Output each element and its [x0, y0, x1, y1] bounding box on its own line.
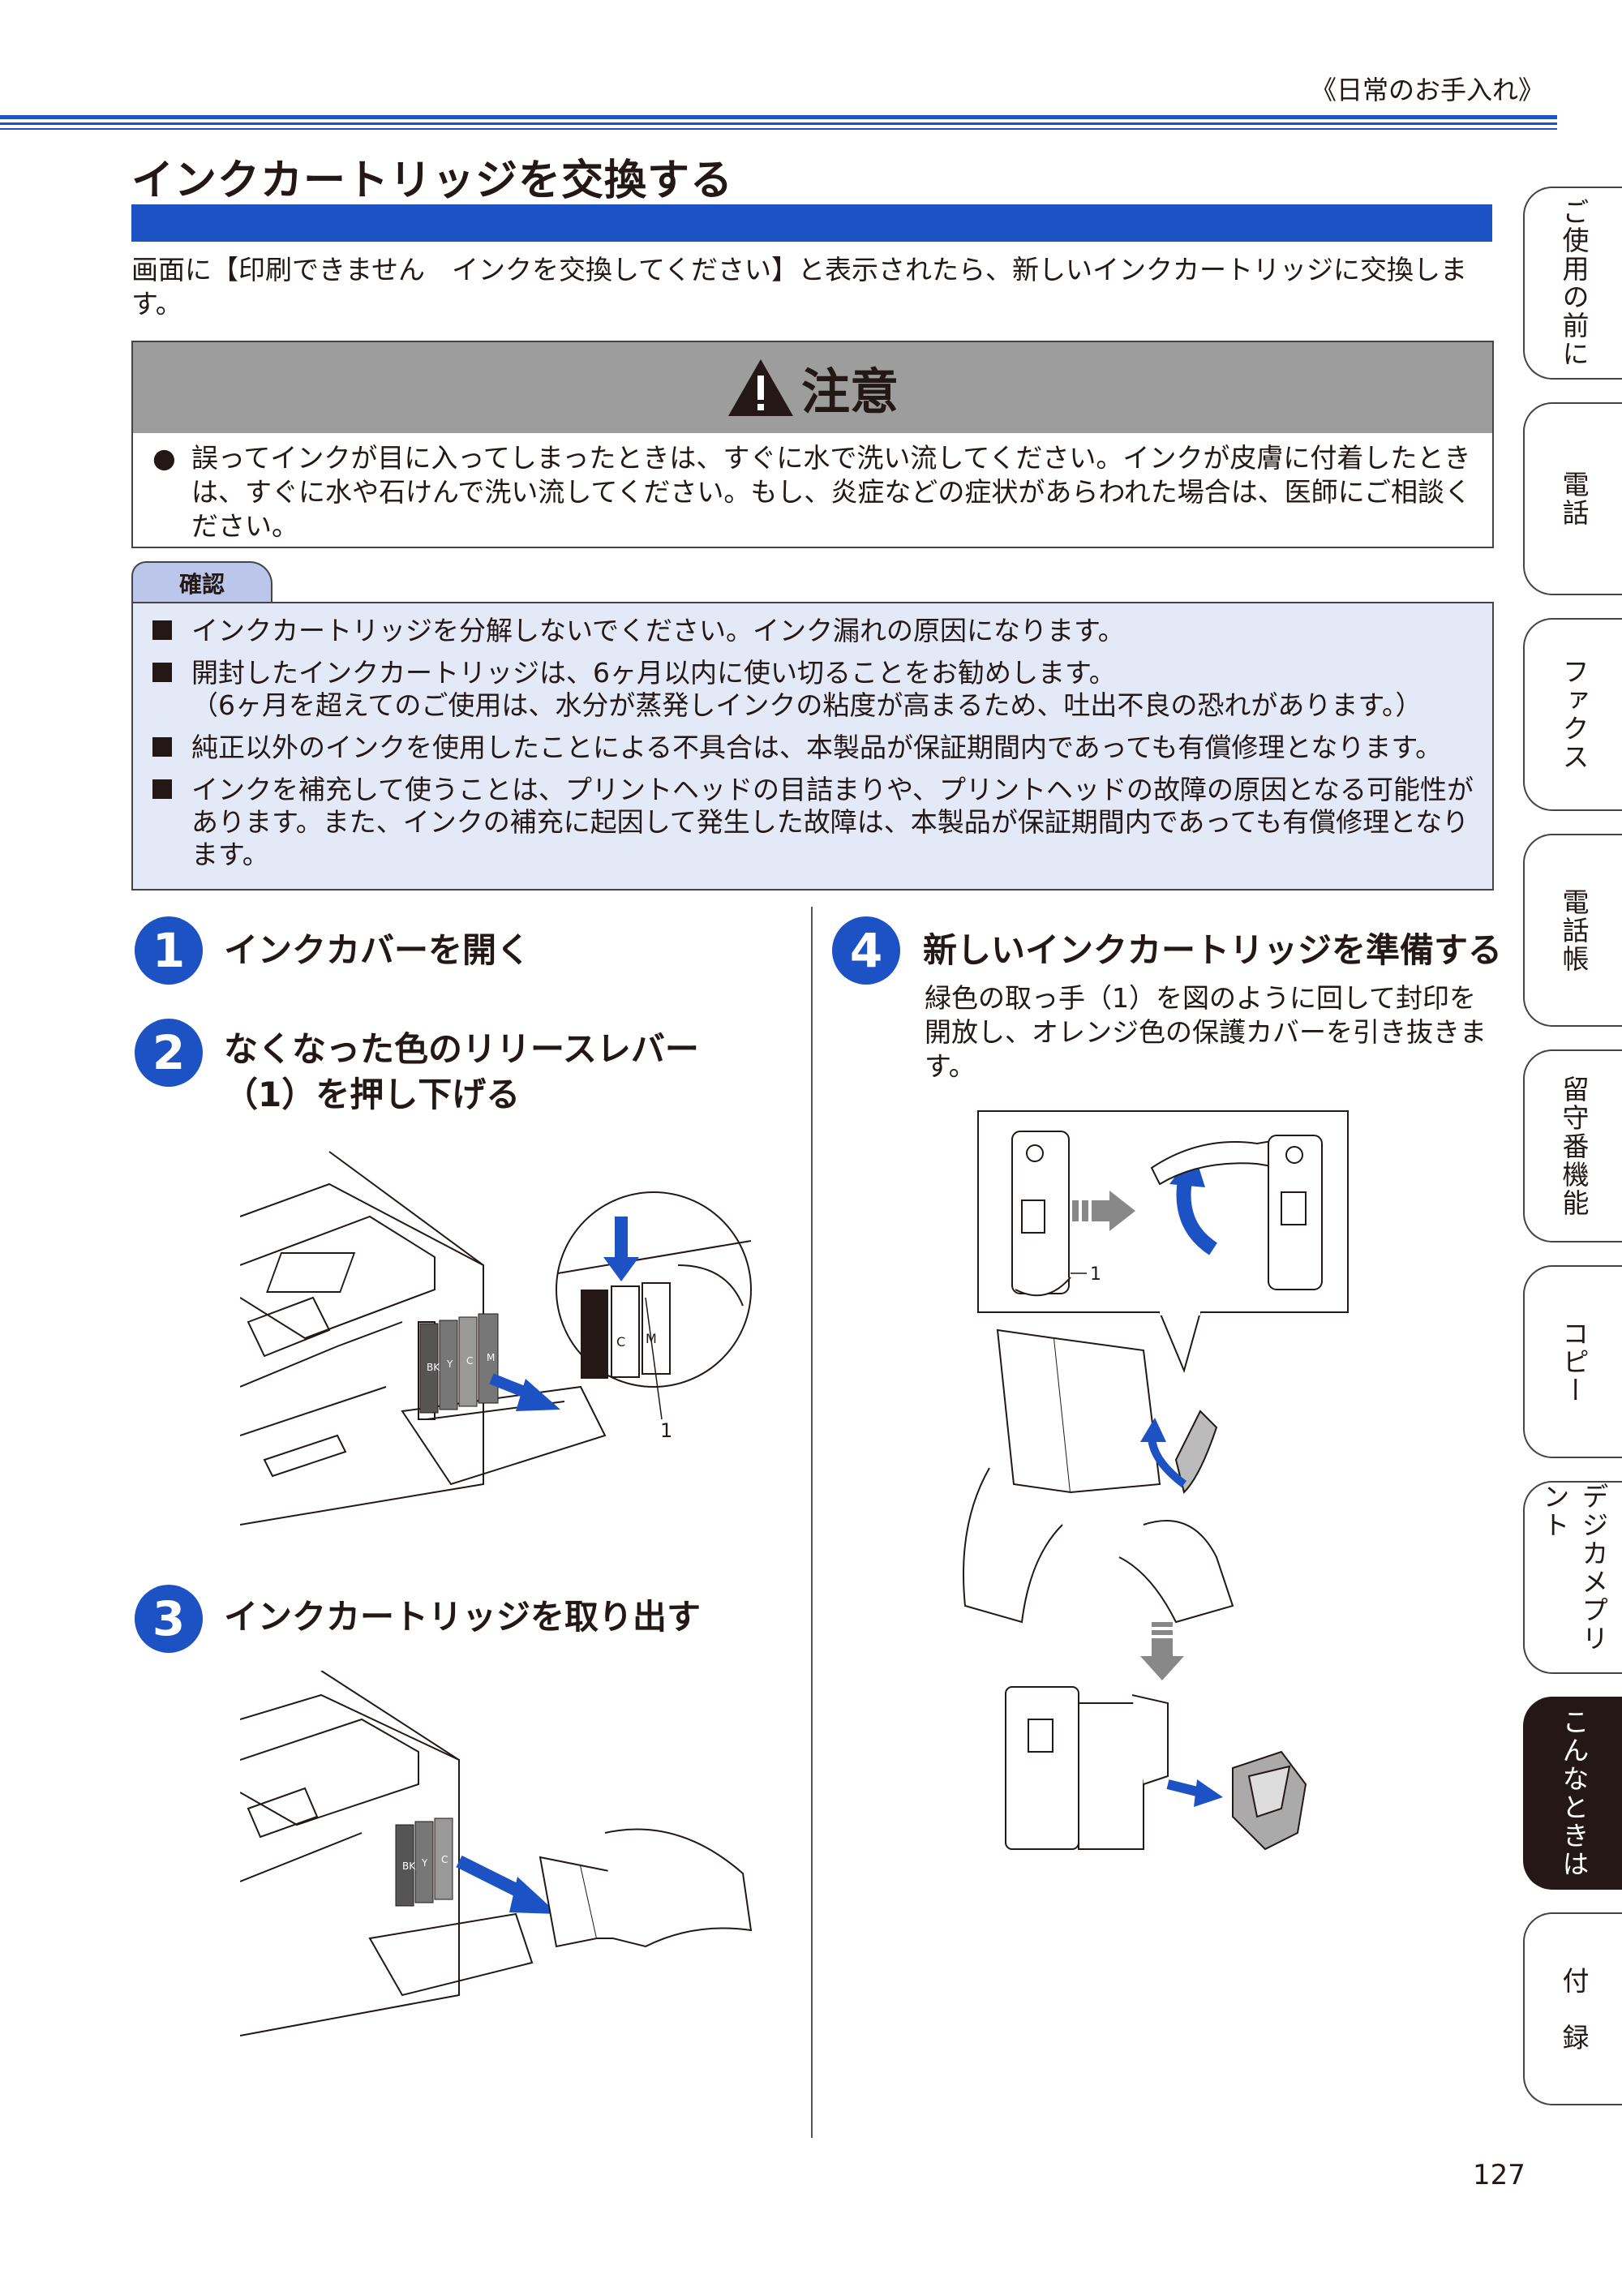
cartridge-row — [419, 1313, 499, 1414]
step-title: インクカバーを開く — [224, 930, 531, 970]
step-title: インクカートリッジを取り出す — [224, 1597, 702, 1637]
push-arrow — [489, 1373, 560, 1411]
page-number: 127 — [1473, 2159, 1525, 2191]
right-arrow-icon — [1072, 1191, 1135, 1231]
warning-icon — [728, 359, 793, 416]
cartridge-rotated-view — [1150, 1135, 1323, 1290]
side-tab-photo-print[interactable]: デジカメプリント — [1523, 1481, 1622, 1674]
caution-box: 注意 ● 誤ってインクが目に入ってしまったときは、すぐに水で洗い流してください。… — [131, 341, 1494, 548]
header-rule — [0, 122, 1557, 125]
side-tab-answering[interactable]: 留守番機能 — [1523, 1049, 1622, 1242]
step-title: 新しいインクカートリッジを準備する — [923, 930, 1503, 970]
step-number: 4 — [832, 916, 900, 985]
side-tab-copy[interactable]: コピー — [1523, 1265, 1622, 1458]
list-item: インクを補充して使うことは、プリントヘッドの目詰まりや、プリントヘッドの故障の原… — [152, 774, 1476, 871]
confirm-box: インクカートリッジを分解しないでください。インク漏れの原因になります。 開封した… — [131, 602, 1494, 891]
chapter-label: 《日常のお手入れ》 — [1310, 75, 1544, 105]
caution-header: 注意 — [133, 342, 1492, 433]
step-number: 1 — [135, 916, 203, 985]
confirm-label: 確認 — [131, 561, 272, 603]
protective-cover — [1232, 1750, 1307, 1851]
square-bullet-icon — [152, 737, 172, 757]
cartridge-label: C — [616, 1334, 625, 1350]
side-tab-before-use[interactable]: ご使用の前に — [1523, 187, 1622, 380]
cartridge-label: BK — [427, 1362, 440, 1373]
column-divider — [811, 907, 813, 2138]
page-title: インクカートリッジを交換する — [131, 157, 734, 205]
square-bullet-icon — [152, 620, 172, 640]
list-item: 開封したインクカートリッジは、6ヶ月以内に使い切ることをお勧めします。（6ヶ月を… — [152, 657, 1476, 722]
curved-arrow-icon — [1140, 1418, 1187, 1487]
caution-body-text: 誤ってインクが目に入ってしまったときは、すぐに水で洗い流してください。インクが皮… — [191, 442, 1472, 542]
step-title: なくなった色のリリースレバー （1）を押し下げる — [224, 1029, 699, 1114]
cartridge-label: Y — [446, 1358, 453, 1370]
right-arrow-icon — [1166, 1779, 1223, 1807]
side-tab-phonebook[interactable]: 電話帳 — [1523, 834, 1622, 1027]
list-item: 純正以外のインクを使用したことによる不具合は、本製品が保証期間内であっても有償修… — [152, 732, 1476, 764]
remove-cartridge-illustration: BK Y C — [240, 1671, 753, 2036]
callout-label: 1 — [1090, 1264, 1101, 1285]
side-tab-fax[interactable]: ファクス — [1523, 618, 1622, 811]
caution-text: ● 誤ってインクが目に入ってしまったときは、すぐに水で洗い流してください。インク… — [152, 441, 1476, 543]
prepare-cartridge-illustration: 1 — [963, 1110, 1349, 1851]
down-arrow-icon — [1140, 1622, 1184, 1680]
step-number: 2 — [135, 1019, 203, 1087]
callout-label: 1 — [660, 1419, 672, 1442]
header-rule — [0, 128, 1557, 130]
step-number: 3 — [135, 1585, 203, 1653]
side-tab-telephone[interactable]: 電話 — [1523, 402, 1622, 595]
side-tab-appendix[interactable]: 付 録 — [1523, 1912, 1622, 2105]
pull-arrow — [456, 1855, 558, 1914]
cartridge-label: BK — [402, 1860, 416, 1872]
cartridge-label: C — [441, 1854, 448, 1865]
cartridge-opened-view — [1005, 1686, 1169, 1850]
title-bar — [131, 204, 1492, 242]
square-bullet-icon — [152, 779, 172, 799]
cartridge-label: M — [487, 1352, 495, 1363]
caution-heading: 注意 — [801, 363, 899, 421]
cartridge-label: M — [646, 1331, 657, 1346]
step-description: 緑色の取っ手（1）を図のように回して封印を開放し、オレンジ色の保護カバーを引き抜… — [925, 982, 1487, 1082]
side-tab-troubleshooting[interactable]: こんなときは — [1523, 1697, 1622, 1890]
printer-lever-illustration: BK Y C M C M 1 — [240, 1151, 752, 1526]
zoom-circle — [556, 1191, 752, 1420]
header-rule — [0, 115, 1557, 119]
hands-with-cartridge — [963, 1328, 1234, 1624]
cartridge-label: Y — [421, 1857, 428, 1869]
square-bullet-icon — [152, 663, 172, 682]
bullet-icon: ● — [152, 442, 176, 474]
intro-text: 画面に【印刷できません インクを交換してください】と表示されたら、新しいインクカ… — [131, 254, 1468, 320]
cartridge-label: C — [466, 1355, 473, 1367]
cartridge-in-hand — [539, 1828, 753, 1948]
cartridge-front-view — [1011, 1131, 1071, 1297]
list-item: インクカートリッジを分解しないでください。インク漏れの原因になります。 — [152, 615, 1476, 647]
